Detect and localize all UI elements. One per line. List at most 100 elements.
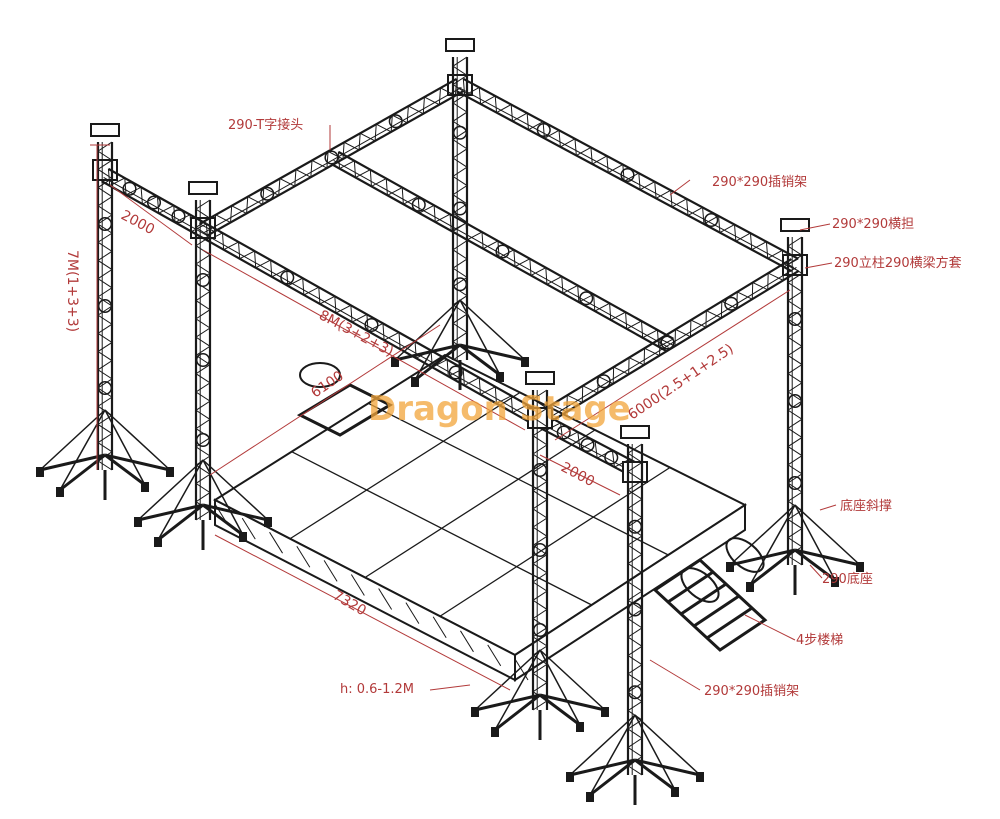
- outrigger-brace: [569, 714, 636, 776]
- tower-front-left-column: [194, 199, 212, 521]
- truss-structure: [36, 38, 864, 805]
- dim-line-overhang-back: [109, 184, 193, 246]
- base-foot: [491, 727, 499, 737]
- dim-line-overhang-front: [539, 454, 621, 496]
- callout-leader: [804, 262, 833, 269]
- truss-coupler: [452, 125, 468, 140]
- dim-overhang-back: 2000: [118, 207, 157, 238]
- truss-coupler: [195, 432, 211, 448]
- outrigger-brace: [137, 459, 204, 521]
- stage-deck: [212, 353, 768, 682]
- truss-coupler: [195, 352, 211, 368]
- callout-base: 290底座: [822, 571, 873, 587]
- truss-coupler: [260, 186, 275, 201]
- deck-lattice: [378, 588, 393, 610]
- callout-leader: [819, 504, 837, 511]
- deck-panel-seam: [364, 429, 596, 579]
- truss-coupler: [620, 167, 635, 183]
- stair-handrail: [299, 362, 341, 388]
- dim-span-width: 6000(2.5+1+2.5): [625, 341, 736, 423]
- base-leg: [539, 693, 606, 712]
- dim-deck-depth: 6100: [308, 368, 346, 401]
- deck-lattice: [460, 630, 474, 653]
- stair-handrail: [680, 567, 720, 603]
- deck-panel-seam: [291, 451, 592, 606]
- truss-coupler: [704, 212, 719, 228]
- base-leg: [202, 503, 269, 522]
- truss-coupler: [536, 122, 551, 138]
- tower-sleeve-block: [622, 461, 648, 483]
- dim-line-deck-length: [214, 534, 511, 691]
- base-foot: [56, 487, 64, 497]
- base-foot: [601, 707, 609, 717]
- truss-coupler: [195, 272, 211, 288]
- base-foot: [264, 517, 272, 527]
- base-foot: [134, 517, 142, 527]
- callout-crossbar: 290*290横担: [832, 217, 914, 232]
- deck-lattice: [350, 574, 365, 596]
- callout-leader: [799, 223, 831, 231]
- beam-left: [199, 77, 464, 238]
- base-foot: [36, 467, 44, 477]
- deck-lattice: [241, 517, 256, 540]
- base-foot: [696, 772, 704, 782]
- outrigger-brace: [539, 649, 606, 711]
- truss-chord: [538, 422, 634, 473]
- truss-coupler: [448, 365, 463, 380]
- callout-leader: [669, 179, 691, 196]
- truss-coupler: [532, 622, 548, 638]
- truss-coupler: [97, 216, 113, 232]
- dim-line-span-length: [202, 249, 526, 431]
- truss-lacing: [532, 389, 548, 711]
- truss-coupler: [532, 542, 548, 558]
- truss-lacing: [97, 141, 113, 471]
- base-foot: [391, 357, 399, 367]
- callout-leader: [809, 564, 823, 579]
- dim-line-span-width: [554, 289, 791, 441]
- outrigger-brace: [394, 299, 461, 361]
- base-leg: [634, 758, 701, 777]
- tower-cap: [780, 218, 810, 232]
- callout-height: h: 0.6-1.2M: [340, 682, 414, 697]
- beam-middle: [331, 150, 674, 353]
- base-foot: [566, 772, 574, 782]
- tower-cap: [445, 38, 475, 52]
- base-foot: [496, 372, 504, 382]
- beam-back: [456, 77, 799, 273]
- base-leg: [137, 503, 204, 522]
- watermark: Dragon Stage: [368, 389, 631, 429]
- dim-tower-height: 7M(1+3+3): [64, 250, 80, 332]
- tower-right-column: [786, 236, 804, 566]
- truss-coupler: [787, 393, 803, 409]
- callout-leader: [429, 684, 471, 691]
- truss-coupler: [627, 685, 643, 700]
- tower-cap: [90, 123, 120, 137]
- truss-coupler: [787, 475, 803, 491]
- callout-t-joint: 290-T字接头: [228, 117, 303, 133]
- tower-back-center-column: [451, 56, 469, 361]
- beam-front: [199, 222, 544, 428]
- outrigger-brace: [794, 504, 861, 566]
- truss-coupler: [146, 195, 162, 210]
- tower-back-left-column: [96, 141, 114, 471]
- base-leg: [459, 343, 526, 362]
- stair-tread: [706, 606, 753, 640]
- truss-coupler: [452, 277, 468, 292]
- truss-coupler: [604, 450, 619, 465]
- callout-top-truss: 290*290插销架: [712, 175, 807, 190]
- truss-coupler: [171, 209, 186, 224]
- tower-cap: [188, 181, 218, 195]
- truss-chord: [333, 160, 669, 348]
- truss-coupler: [324, 150, 339, 165]
- deck-panel-seam: [289, 391, 521, 540]
- truss-coupler: [627, 602, 643, 617]
- callout-leader: [744, 614, 796, 641]
- truss-coupler: [596, 374, 611, 389]
- deck-lattice: [323, 560, 338, 582]
- beam-front-overhang: [536, 412, 639, 478]
- outrigger-brace: [104, 409, 171, 471]
- base-foot: [856, 562, 864, 572]
- truss-coupler: [787, 311, 803, 327]
- base-foot: [154, 537, 162, 547]
